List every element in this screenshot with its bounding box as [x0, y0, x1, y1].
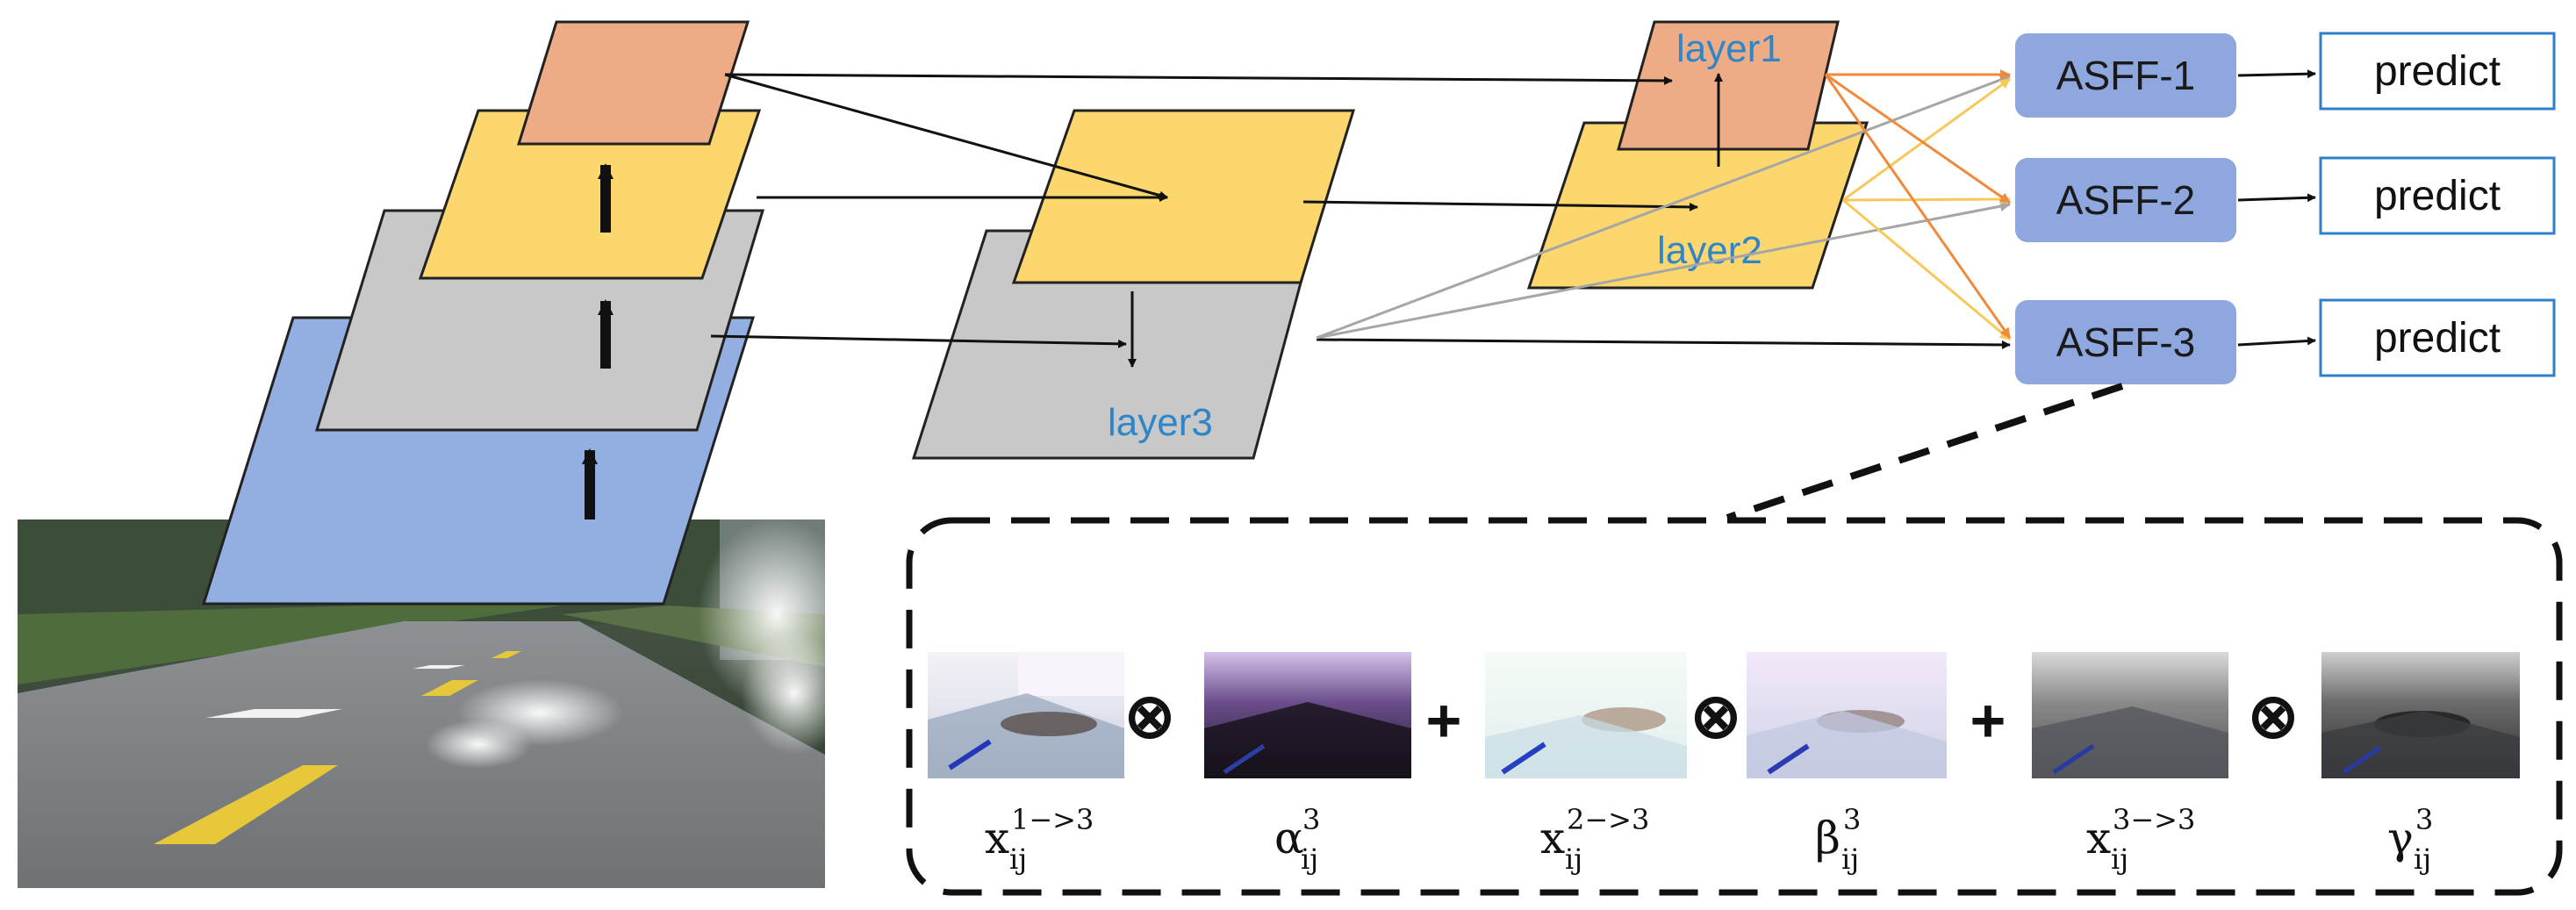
layer1-plane [1617, 20, 1840, 151]
svg-text:3: 3 [2415, 803, 2433, 836]
svg-text:γ: γ [2387, 813, 2414, 863]
svg-text:3: 3 [1843, 803, 1861, 836]
predict-1-block[interactable]: predict [2319, 32, 2556, 111]
svg-text:α: α [1274, 813, 1304, 863]
caption-x3-to-3: x 3−>3 ij [2086, 803, 2195, 876]
multiply-op-1: ⊗ [1124, 682, 1176, 750]
svg-text:ij: ij [1301, 842, 1318, 876]
yellow-fusion-arrows [1842, 77, 2011, 341]
predict-3-block[interactable]: predict [2319, 298, 2556, 377]
thumb-x2-to-3 [1485, 652, 1687, 778]
thumb-beta [1747, 652, 1947, 778]
svg-text:ij: ij [2111, 842, 2128, 876]
predict-2-block[interactable]: predict [2319, 156, 2556, 235]
predict-arrows [2237, 69, 2316, 347]
svg-text:x: x [985, 813, 1009, 863]
plus-op-1: + [1426, 686, 1462, 755]
svg-text:x: x [2086, 813, 2111, 863]
caption-alpha: α 3 ij [1274, 803, 1320, 876]
svg-text:3: 3 [1302, 803, 1320, 836]
output-stack: layer1 layer2 [1526, 20, 1869, 290]
thumb-gamma [2321, 652, 2520, 778]
svg-text:x: x [1540, 813, 1565, 863]
asff-2-label: ASFF-2 [2056, 177, 2195, 223]
layer3-label: layer3 [1108, 401, 1213, 444]
svg-text:ij: ij [1841, 842, 1859, 876]
svg-text:ij: ij [2414, 842, 2431, 876]
layer1-label: layer1 [1676, 27, 1782, 70]
asff-3-label: ASFF-3 [2056, 319, 2195, 365]
predict-heads: predict predict predict [2319, 32, 2556, 377]
caption-beta: β 3 ij [1815, 803, 1861, 876]
caption-x1-to-3: x 1−>3 ij [985, 803, 1094, 876]
asff-2-block[interactable]: ASFF-2 [2015, 158, 2236, 242]
middle-stack: layer3 [911, 109, 1356, 460]
predict-2-label: predict [2374, 173, 2501, 219]
multiply-op-3: ⊗ [2248, 682, 2300, 750]
predict-3-label: predict [2374, 315, 2501, 362]
middle-yellow-level [1011, 109, 1356, 284]
fusion-detail-panel [906, 517, 2563, 896]
asff-3-block[interactable]: ASFF-3 [2015, 300, 2236, 384]
callout-connector [1726, 383, 2124, 521]
orange-fusion-arrows [1824, 69, 2012, 339]
svg-text:ij: ij [1009, 842, 1027, 876]
thumb-alpha [1204, 652, 1411, 778]
asff-modules: ASFF-1 ASFF-2 ASFF-3 [2015, 33, 2236, 384]
multiply-op-2: ⊗ [1690, 682, 1742, 750]
connection-arrows [710, 73, 2011, 368]
svg-text:β: β [1815, 813, 1841, 863]
feature-pyramid [201, 20, 765, 605]
caption-x2-to-3: x 2−>3 ij [1540, 803, 1649, 876]
plus-op-2: + [1970, 686, 2006, 755]
svg-text:1−>3: 1−>3 [1011, 803, 1094, 836]
asff-1-block[interactable]: ASFF-1 [2015, 33, 2236, 118]
upsample-arrows [582, 163, 614, 519]
caption-gamma: γ 3 ij [2387, 803, 2433, 876]
layer2-label: layer2 [1657, 229, 1762, 272]
predict-1-label: predict [2374, 48, 2501, 95]
svg-text:3−>3: 3−>3 [2113, 803, 2195, 836]
svg-text:2−>3: 2−>3 [1567, 803, 1649, 836]
thumb-x3-to-3 [2032, 652, 2228, 778]
svg-text:ij: ij [1565, 842, 1582, 876]
gray-fusion-arrows [1316, 75, 2011, 340]
fusion-equation: ⊗ + ⊗ + ⊗ [928, 652, 2520, 876]
thumb-x1-to-3 [928, 652, 1124, 778]
pyramid-orange-level [516, 20, 750, 146]
asff-1-label: ASFF-1 [2056, 53, 2195, 98]
